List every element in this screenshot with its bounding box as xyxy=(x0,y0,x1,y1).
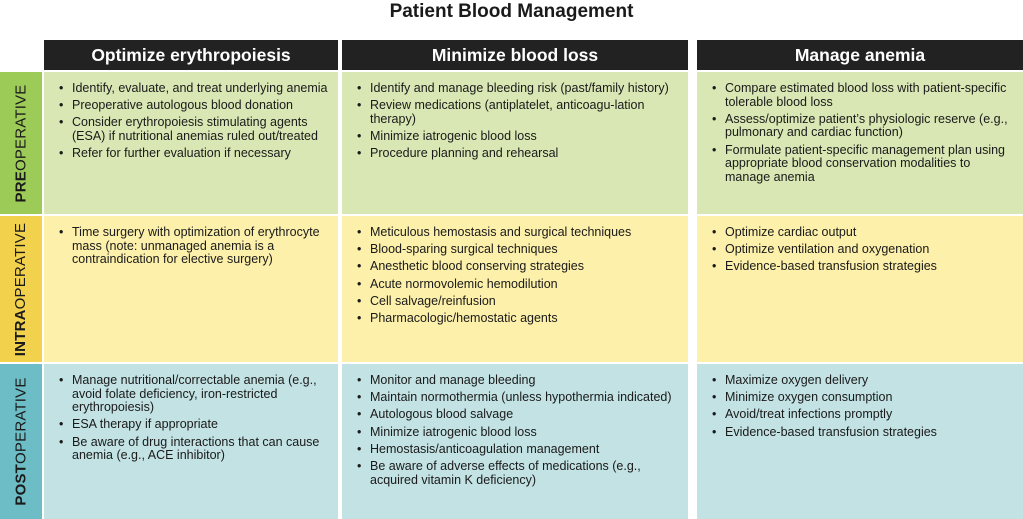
list-item: Pharmacologic/hemostatic agents xyxy=(356,311,682,326)
list-item: Be aware of adverse effects of medicatio… xyxy=(356,459,682,487)
list-item: Be aware of drug interactions that can c… xyxy=(58,435,332,463)
column-header-manage-anemia: Manage anemia xyxy=(697,40,1023,70)
list-item: Minimize iatrogenic blood loss xyxy=(356,129,682,144)
list-item: Minimize iatrogenic blood loss xyxy=(356,425,682,440)
column-header-minimize-blood-loss: Minimize blood loss xyxy=(342,40,688,70)
list-item: Hemostasis/anticoagulation management xyxy=(356,442,682,457)
cell-intra-minimize-blood-loss: Meticulous hemostasis and surgical techn… xyxy=(342,216,688,362)
list-item: Evidence-based transfusion strategies xyxy=(711,260,1017,274)
list-item: Maintain normothermia (unless hypothermi… xyxy=(356,391,682,405)
diagram-title: Patient Blood Management xyxy=(389,1,634,22)
list-item: Blood-sparing surgical techniques xyxy=(356,243,682,257)
row-label-intra-rest: OPERATIVE xyxy=(12,222,30,309)
list-item: Review medications (antiplatelet, antico… xyxy=(356,98,682,126)
row-label-preoperative: PREOPERATIVE xyxy=(0,72,42,214)
cell-post-manage-anemia: Maximize oxygen deliveryMinimize oxygen … xyxy=(697,364,1023,519)
list-item: Preoperative autologous blood donation xyxy=(58,99,332,113)
column-header-optimize-erythropoiesis: Optimize erythropoiesis xyxy=(44,40,338,70)
list-item: Refer for further evaluation if necessar… xyxy=(58,147,332,161)
row-label-postoperative: POSTOPERATIVE xyxy=(0,364,42,519)
cell-post-minimize-blood-loss: Monitor and manage bleedingMaintain norm… xyxy=(342,364,688,519)
list-item: Meticulous hemostasis and surgical techn… xyxy=(356,225,682,240)
list-item: Time surgery with optimization of erythr… xyxy=(58,225,332,267)
row-label-pre-bold: PRE xyxy=(12,170,30,202)
cell-pre-optimize-erythropoiesis: Identify, evaluate, and treat underlying… xyxy=(44,72,338,214)
row-label-intraoperative: INTRAOPERATIVE xyxy=(0,216,42,362)
cell-intra-optimize-erythropoiesis: Time surgery with optimization of erythr… xyxy=(44,216,338,362)
cell-pre-minimize-blood-loss: Identify and manage bleeding risk (past/… xyxy=(342,72,688,214)
list-item: Monitor and manage bleeding xyxy=(356,373,682,388)
row-label-pre-rest: OPERATIVE xyxy=(12,84,30,171)
row-label-post-bold: POST xyxy=(12,463,30,506)
list-item: Compare estimated blood loss with patien… xyxy=(711,81,1017,109)
row-label-intra-bold: INTRA xyxy=(12,308,30,356)
cell-pre-manage-anemia: Compare estimated blood loss with patien… xyxy=(697,72,1023,214)
row-label-post-rest: OPERATIVE xyxy=(12,377,30,464)
list-item: Optimize ventilation and oxygenation xyxy=(711,243,1017,257)
list-item: Optimize cardiac output xyxy=(711,225,1017,240)
list-item: Manage nutritional/correctable anemia (e… xyxy=(58,373,332,415)
cell-post-optimize-erythropoiesis: Manage nutritional/correctable anemia (e… xyxy=(44,364,338,519)
list-item: Maximize oxygen delivery xyxy=(711,373,1017,388)
list-item: ESA therapy if appropriate xyxy=(58,418,332,432)
list-item: Identify, evaluate, and treat underlying… xyxy=(58,81,332,96)
list-item: Procedure planning and rehearsal xyxy=(356,147,682,161)
list-item: Identify and manage bleeding risk (past/… xyxy=(356,81,682,96)
list-item: Cell salvage/reinfusion xyxy=(356,294,682,309)
list-item: Autologous blood salvage xyxy=(356,408,682,422)
list-item: Consider erythropoiesis stimulating agen… xyxy=(58,116,332,143)
list-item: Evidence-based transfusion strategies xyxy=(711,425,1017,440)
list-item: Avoid/treat infections promptly xyxy=(711,408,1017,422)
list-item: Anesthetic blood conserving strategies xyxy=(356,260,682,274)
list-item: Formulate patient-specific management pl… xyxy=(711,143,1017,185)
cell-intra-manage-anemia: Optimize cardiac outputOptimize ventilat… xyxy=(697,216,1023,362)
list-item: Minimize oxygen consumption xyxy=(711,391,1017,405)
list-item: Acute normovolemic hemodilution xyxy=(356,277,682,292)
list-item: Assess/optimize patient’s physiologic re… xyxy=(711,112,1017,140)
